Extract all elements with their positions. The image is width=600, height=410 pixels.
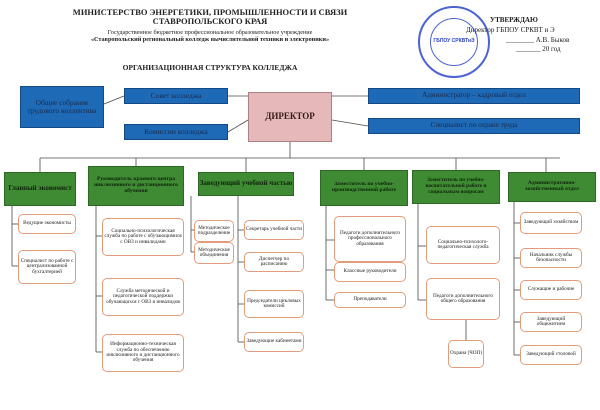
central-accounting-specialist-box[interactable]: Специалист по работе с централизованной …	[18, 250, 76, 284]
director-box[interactable]: ДИРЕКТОР	[248, 92, 332, 142]
teachers-box[interactable]: Преподаватели	[334, 292, 406, 308]
leading-economists-box[interactable]: Ведущие экономисты	[18, 214, 76, 234]
header-line-4: «Ставропольский региональный колледж выч…	[90, 35, 330, 43]
social-psych-pedagogical-box[interactable]: Социально-психолого-педагогическая служб…	[426, 226, 500, 264]
commission-chairs-box[interactable]: Председатели цикловых комиссий	[244, 290, 304, 318]
head-of-studies-box[interactable]: Заведующий учебной частью	[198, 172, 294, 196]
approval-signature-name: А.В. Быков	[535, 35, 570, 44]
schedule-dispatcher-box[interactable]: Диспетчер по расписанию	[244, 252, 304, 272]
approval-title: УТВЕРЖДАЮ	[490, 16, 538, 24]
approval-year-row: _______ 20 год	[516, 45, 561, 54]
security-guard-box[interactable]: Охрана (ЧОП)	[448, 340, 484, 368]
stamp-inner-ring	[430, 18, 478, 66]
safety-specialist-box[interactable]: Специалист по охране труда	[368, 118, 580, 134]
additional-general-education-box[interactable]: Педагоги дополнительного общего образова…	[426, 278, 500, 320]
header-line-2: СТАВРОПОЛЬСКОГО КРАЯ	[152, 16, 268, 27]
study-secretary-box[interactable]: Секретарь учебной части	[244, 220, 304, 240]
header-institution: Государственное бюджетное профессиональн…	[50, 29, 370, 44]
admin-hr-box[interactable]: Администратор – кадровый отдел	[368, 88, 580, 104]
methodical-support-service-box[interactable]: Служба методической и педагогической под…	[102, 278, 184, 316]
chief-economist-box[interactable]: Главный экономист	[4, 172, 76, 206]
dormitory-manager-box[interactable]: Заведующий общежитием	[520, 312, 582, 332]
deputy-education-label: Заместитель по учебно-воспитательной раб…	[425, 177, 487, 195]
deputy-production-box[interactable]: Заместитель по учебно-производственной р…	[320, 170, 408, 206]
inclusive-center-head-box[interactable]: Руководитель краевого центра инклюзивног…	[88, 166, 184, 206]
admin-economic-dept-label: Административно-хозяйственный отдел	[525, 180, 579, 192]
additional-prof-education-box[interactable]: Педагоги дополнительного профессионально…	[334, 216, 406, 262]
deputy-production-label: Заместитель по учебно-производственной р…	[331, 181, 397, 193]
deputy-education-box[interactable]: Заместитель по учебно-воспитательной раб…	[412, 170, 500, 204]
methodical-associations-box[interactable]: Методические объединения	[194, 242, 234, 264]
page-title: ОРГАНИЗАЦИОННАЯ СТРУКТУРА КОЛЛЕДЖА	[122, 63, 298, 72]
assembly-box[interactable]: Общее собрание трудового коллектива	[20, 86, 104, 128]
admin-economic-dept-box[interactable]: Административно-хозяйственный отдел	[508, 172, 596, 202]
methodical-division-box[interactable]: Методическое подразделение	[194, 220, 234, 242]
stamp-text: ГБПОУ СРКВТиЭ	[433, 38, 475, 44]
head-of-studies-label: Заведующий учебной частью	[199, 179, 293, 188]
council-box[interactable]: Совет колледжа	[124, 88, 228, 104]
approval-year: 20 год	[542, 45, 561, 54]
facilities-manager-box[interactable]: Заведующий хозяйством	[520, 212, 582, 234]
approval-line-1: Директор ГБПОУ СРКВТ и Э	[466, 25, 555, 34]
classroom-heads-box[interactable]: Заведующие кабинетами	[244, 332, 304, 352]
commission-box[interactable]: Комиссии колледжа	[124, 124, 228, 140]
stamp-seal: ГБПОУ СРКВТиЭ	[418, 6, 490, 78]
inclusive-center-head-label: Руководитель краевого центра инклюзивног…	[94, 176, 178, 194]
header-line-1: МИНИСТЕРСТВО ЭНЕРГЕТИКИ, ПРОМЫШЛЕННОСТИ …	[72, 7, 348, 17]
canteen-manager-box[interactable]: Заведующий столовой	[520, 345, 582, 365]
staff-workers-box[interactable]: Служащие и рабочие	[520, 280, 582, 300]
social-psych-service-box[interactable]: Социально-психологическая служба по рабо…	[102, 218, 184, 256]
class-teachers-box[interactable]: Классные руководители	[334, 262, 406, 282]
security-service-head-box[interactable]: Начальник службы безопасности	[520, 248, 582, 268]
header-line-3: Государственное бюджетное профессиональн…	[107, 29, 313, 36]
chief-economist-label: Главный экономист	[8, 184, 72, 193]
approval-block: УТВЕРЖДАЮ Директор ГБПОУ СРКВТ и Э _____…	[466, 16, 596, 55]
approval-signature-row: ________ А.В. Быков	[506, 35, 570, 44]
header-ministry: МИНИСТЕРСТВО ЭНЕРГЕТИКИ, ПРОМЫШЛЕННОСТИ …	[60, 7, 360, 27]
it-service-box[interactable]: Информационно-техническая служба по обес…	[102, 334, 184, 372]
